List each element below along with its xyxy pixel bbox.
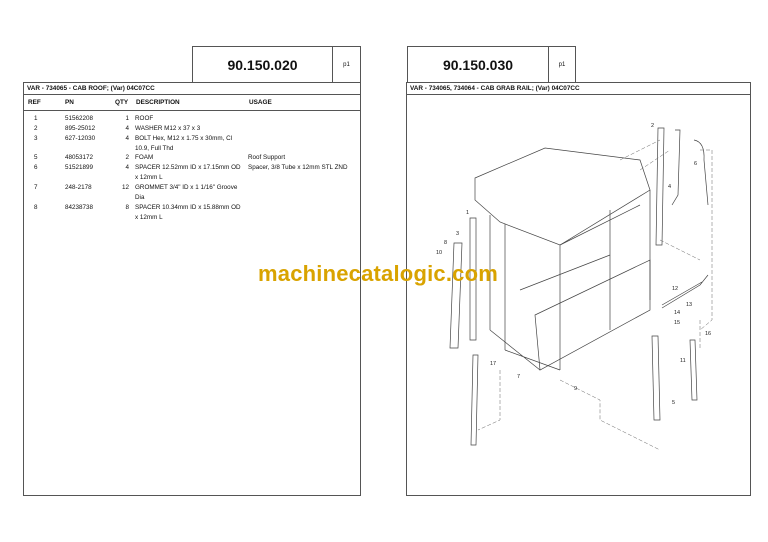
row-qty: 4 <box>125 125 129 132</box>
col-qty: QTY <box>115 99 129 106</box>
row-ref: 3 <box>34 135 38 142</box>
row-description: WASHER M12 x 37 x 3 <box>135 125 201 132</box>
row-ref: 6 <box>34 164 38 171</box>
row-pn: 248-2178 <box>65 184 92 191</box>
callout-11: 11 <box>680 358 686 364</box>
callout-16: 16 <box>705 331 711 337</box>
row-qty: 2 <box>125 154 129 161</box>
row-ref: 1 <box>34 115 38 122</box>
row-usage: Roof Support <box>248 154 286 161</box>
callout-9: 9 <box>574 386 577 392</box>
col-ref: REF <box>28 99 41 106</box>
col-description: DESCRIPTION <box>136 99 180 106</box>
cab-base <box>534 259 651 371</box>
row-qty: 4 <box>125 164 129 171</box>
row-description: FOAM <box>135 154 154 161</box>
watermark: machinecatalogic.com <box>258 261 498 286</box>
grab-rail-2 <box>655 127 665 246</box>
row-description: ROOF <box>135 115 154 122</box>
left-page-label: p1 <box>332 46 361 83</box>
row-ref: 5 <box>34 154 38 161</box>
left-table-header: REF PN QTY DESCRIPTION USAGE <box>23 94 361 111</box>
callout-17: 17 <box>490 361 496 367</box>
row-pn: 84238738 <box>65 204 94 211</box>
grab-rail-13 <box>661 274 709 309</box>
callout-13: 13 <box>686 302 692 308</box>
row-qty: 8 <box>125 204 129 211</box>
callout-6: 6 <box>694 161 697 167</box>
row-ref: 7 <box>34 184 38 191</box>
row-pn: 895-25012 <box>65 125 96 132</box>
grab-rail-6 <box>693 139 709 206</box>
callout-10: 10 <box>436 250 442 256</box>
callout-4: 4 <box>668 184 671 190</box>
callout-2: 2 <box>651 123 654 129</box>
row-qty: 12 <box>121 184 129 191</box>
row-ref: 8 <box>34 204 38 211</box>
grab-rail-3 <box>449 242 463 349</box>
callout-1: 1 <box>466 210 469 216</box>
callout-12: 12 <box>672 286 678 292</box>
callout-3: 3 <box>456 231 459 237</box>
row-usage: Spacer, 3/8 Tube x 12mm STL ZND <box>248 164 348 171</box>
row-pn: 51562208 <box>65 115 94 122</box>
grab-rail-17 <box>470 354 479 446</box>
row-ref: 2 <box>34 125 38 132</box>
roof-panel <box>474 147 651 246</box>
row-description: SPACER 12.52mm ID x 17.15mm OD x 12mm L <box>135 164 241 181</box>
row-pn: 627-12030 <box>65 135 96 142</box>
row-description: SPACER 10.34mm ID x 15.88mm OD x 12mm L <box>135 204 241 221</box>
callout-15: 15 <box>674 320 680 326</box>
row-qty: 4 <box>125 135 129 142</box>
left-section-number: 90.150.020 <box>192 46 333 83</box>
row-description: BOLT Hex, M12 x 1.75 x 30mm, Cl 10.9, Fu… <box>135 135 233 152</box>
callout-7: 7 <box>517 374 520 380</box>
row-qty: 1 <box>125 115 129 122</box>
right-variant-title: VAR - 734065, 734064 - CAB GRAB RAIL; (V… <box>406 82 751 95</box>
col-pn: PN <box>65 99 74 106</box>
row-pn: 51521899 <box>65 164 94 171</box>
col-usage: USAGE <box>249 99 272 106</box>
callout-5: 5 <box>672 400 675 406</box>
right-section-number: 90.150.030 <box>407 46 549 83</box>
row-description: GROMMET 3/4" ID x 1 1/16" Groove Dia <box>135 184 238 201</box>
grab-rail-16 <box>689 339 698 401</box>
grab-rail-5 <box>651 335 661 421</box>
right-page-label: p1 <box>548 46 576 83</box>
callout-14: 14 <box>674 310 680 316</box>
row-pn: 48053172 <box>65 154 94 161</box>
grab-rail-1 <box>469 217 477 341</box>
callout-8: 8 <box>444 240 447 246</box>
